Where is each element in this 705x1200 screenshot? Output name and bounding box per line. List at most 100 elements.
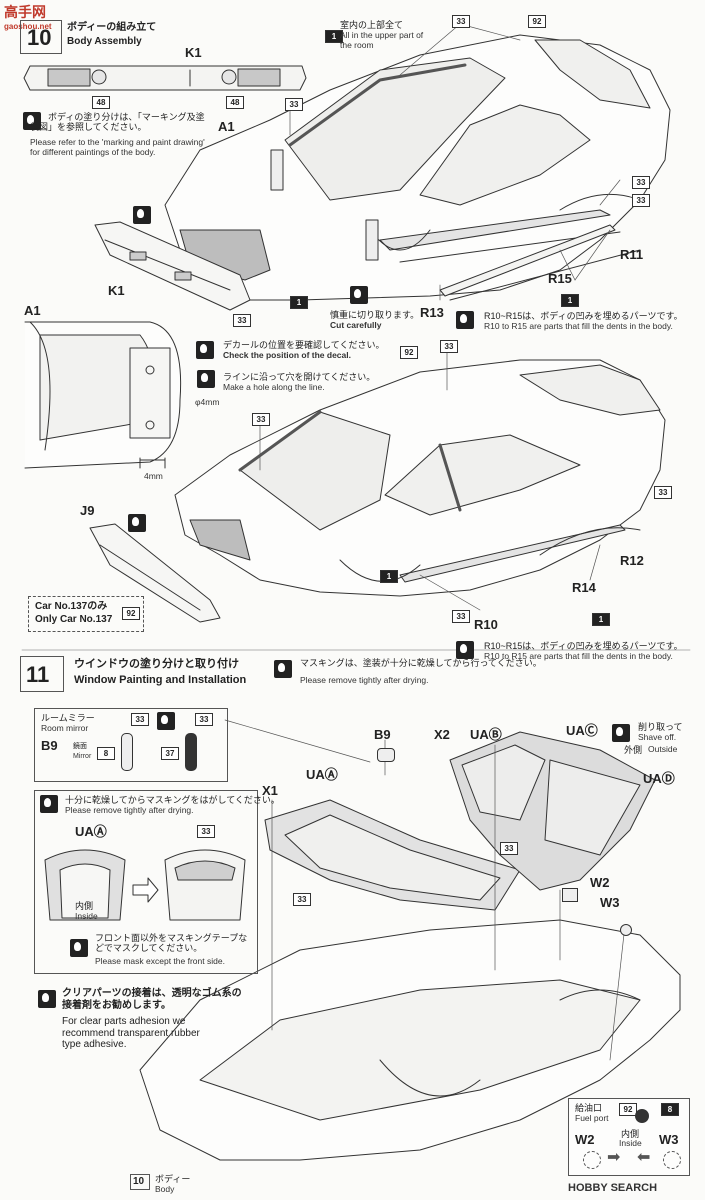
- step10-number-box: 10: [20, 20, 62, 54]
- note-outside-en: Outside: [648, 744, 678, 754]
- watermark-logo: 高手网: [4, 4, 46, 20]
- cement-icon-j9: [128, 514, 146, 532]
- watermark-domain: gaoshou.net: [4, 22, 52, 31]
- side-strips-top: [439, 224, 641, 301]
- brush-icon: [23, 112, 41, 130]
- step11-number: 11: [26, 662, 50, 687]
- note-clear-en: For clear parts adhesion we recommend tr…: [62, 1016, 200, 1050]
- brush-icon-mask: [274, 660, 292, 678]
- color-1-strip2: 1: [592, 613, 610, 626]
- note-dents2-jp: R10~R15は、ボディの凹みを埋めるパーツです。: [484, 641, 683, 651]
- note-fuel-inside-jp: 内側: [621, 1129, 640, 1139]
- part-uad: UAⒹ: [643, 771, 675, 786]
- color-1-low: 1: [380, 570, 398, 583]
- note-dents1-en: R10 to R15 are parts that fill the dents…: [484, 321, 673, 331]
- car-body-middle: [174, 359, 666, 597]
- note-hole-en: Make a hole along the line.: [223, 382, 325, 392]
- brush-icon-clear: [38, 990, 56, 1008]
- arrow-right-icon: ➡: [607, 1149, 621, 1166]
- cement-icon: [133, 206, 151, 224]
- color-33-mirror2: 33: [195, 713, 213, 726]
- note-shave-jp: 削り取って: [638, 722, 683, 732]
- color-33-mid2: 33: [252, 413, 270, 426]
- color-8-mirror: 8: [97, 747, 115, 760]
- note-only-car-en: Only Car No.137: [35, 614, 113, 625]
- fuel-cap-shape: [635, 1109, 649, 1123]
- brush-icon-dents1: [456, 311, 474, 329]
- w3-fuel-shape: [663, 1151, 681, 1169]
- part-uaa-mask: UAⒶ: [75, 824, 107, 839]
- step10-title-en: Body Assembly: [67, 36, 142, 47]
- fuel-port-box: 給油口 Fuel port 92 8 内側 Inside W2 W3 ➡ ⬅: [568, 1098, 690, 1176]
- footer-brand: HOBBY SEARCH: [568, 1182, 658, 1194]
- note-paint-en: Please refer to the 'marking and paint d…: [30, 137, 205, 157]
- note-paint-jp: ボディの塗り分けは、「マーキング及塗装図」を参照してください。: [30, 112, 205, 133]
- brush-icon-decal: [196, 341, 214, 359]
- color-92-only: 92: [122, 607, 140, 620]
- note-inside-en: Inside: [75, 911, 98, 921]
- part-k1-top: K1: [185, 45, 202, 60]
- color-37-mirror: 37: [161, 747, 179, 760]
- note-dry-jp: 十分に乾燥してからマスキングをはがしてください。: [65, 795, 280, 805]
- part-w2-fuel: W2: [575, 1132, 595, 1147]
- w2-part-shape: [562, 888, 578, 902]
- note-mirror-jp: ルームミラー: [41, 713, 95, 723]
- step11-title-jp: ウインドウの塗り分けと取り付け: [74, 658, 239, 670]
- note-fuel-inside-en: Inside: [619, 1138, 642, 1148]
- j9-bumper: [89, 523, 221, 623]
- brush-icon-dry: [40, 795, 58, 813]
- note-mirror-en: Room mirror: [41, 723, 89, 733]
- note-cut-en: Cut carefully: [330, 320, 382, 330]
- color-33-mid: 33: [440, 340, 458, 353]
- part-a1-view: A1: [24, 303, 41, 318]
- color-1-body: 1: [290, 296, 308, 309]
- color-33-roof: 33: [285, 98, 303, 111]
- note-clear-jp: クリアパーツの接着は、透明なゴム系の接着剤をお勧めします。: [62, 988, 242, 1011]
- ua-mask-before: [44, 849, 126, 921]
- note-decal-en: Check the position of the decal.: [223, 350, 351, 360]
- color-33-mid3: 33: [654, 486, 672, 499]
- part-uaa: UAⒶ: [306, 767, 338, 782]
- note-hole-size: φ4mm: [195, 397, 220, 407]
- body-step-number: 10: [133, 1176, 145, 1187]
- note-cut-jp: 慎重に切り取ります。: [330, 310, 420, 320]
- part-w3-fuel: W3: [659, 1132, 679, 1147]
- color-92-fuel: 92: [619, 1103, 637, 1116]
- color-8-fuel: 8: [661, 1103, 679, 1116]
- color-92-mid: 92: [400, 346, 418, 359]
- note-front-jp: フロント面以外をマスキングテープなどでマスクしてください。: [95, 933, 248, 954]
- step11-number-box: 11: [20, 656, 64, 692]
- window-x1: [264, 799, 521, 911]
- note-mirror-part-en: Mirror: [73, 753, 92, 760]
- step10-title-jp: ボディーの組み立て: [67, 22, 157, 33]
- mirror-box: ルームミラー Room mirror B9 鏡面 Mirror 8 33 33 …: [34, 708, 228, 782]
- step11-mask-en: Please remove tightly after drying.: [300, 675, 429, 685]
- leader-lines: [224, 23, 626, 1061]
- color-33-tag: 33: [452, 15, 470, 28]
- note-inside-jp: 内側: [75, 901, 94, 911]
- note-body-jp: ボディー: [155, 1174, 191, 1184]
- note-only-car-jp: Car No.137のみ: [35, 601, 108, 612]
- part-w2: W2: [590, 875, 610, 890]
- part-uac: UAⒸ: [566, 723, 598, 738]
- part-r12: R12: [620, 553, 644, 568]
- part-r14: R14: [572, 580, 596, 595]
- color-1-tag: 1: [325, 30, 343, 43]
- k1-front-bumper: [94, 221, 251, 311]
- mirror-shape-painted: [185, 733, 197, 771]
- arrow-left-icon: ⬅: [637, 1149, 651, 1166]
- a1-interior-view: [24, 321, 182, 469]
- color-33-mirror: 33: [131, 713, 149, 726]
- k1-bumper-strip: [23, 65, 307, 91]
- part-w3: W3: [600, 895, 620, 910]
- color-92-tag: 92: [528, 15, 546, 28]
- note-front-en: Please mask except the front side.: [95, 956, 225, 966]
- note-dry-en: Please remove tightly after drying.: [65, 805, 194, 815]
- part-b9: B9: [374, 727, 391, 742]
- color-33-bumper: 33: [233, 314, 251, 327]
- color-33-side: 33: [632, 176, 650, 189]
- note-decal-jp: デカールの位置を要確認してください。: [223, 340, 385, 350]
- w3-part-shape: [620, 924, 632, 936]
- note-mirror-part-jp: 鏡面: [73, 743, 87, 750]
